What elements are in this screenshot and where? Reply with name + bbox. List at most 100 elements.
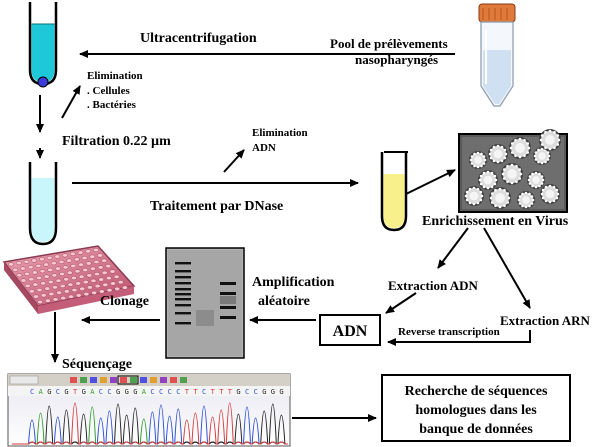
- gel-band: [175, 298, 191, 301]
- label-sequencage: Séquençage: [62, 357, 132, 372]
- plate-well: [74, 257, 80, 262]
- chromatogram-base: A: [39, 388, 44, 396]
- plate-well: [106, 276, 112, 281]
- plate-well: [63, 289, 70, 294]
- chromatogram-base: A: [90, 388, 95, 396]
- plate-well: [40, 293, 47, 298]
- plate-well: [89, 254, 96, 259]
- plate-well: [58, 259, 65, 264]
- plate-well: [55, 266, 61, 271]
- plate-well: [8, 262, 14, 267]
- plate-well: [90, 266, 96, 271]
- plate-well: [114, 286, 121, 291]
- plate-well: [109, 269, 116, 274]
- plate-well: [54, 254, 61, 259]
- plate-well: [59, 271, 65, 277]
- plate-well: [79, 286, 86, 291]
- plate-well: [87, 285, 93, 290]
- plate-well: [52, 285, 58, 290]
- arrow-tube3-to-virus: [405, 169, 456, 195]
- plate-well: [66, 270, 73, 275]
- plate-well: [97, 253, 103, 258]
- plate-well: [63, 277, 70, 282]
- plate-well: [35, 263, 42, 268]
- plate-well: [68, 294, 74, 299]
- plate-well: [37, 299, 43, 305]
- chromatogram-base: C: [159, 388, 163, 396]
- plate-well: [15, 261, 22, 266]
- label-amplification-line2: aléatoire: [258, 294, 310, 309]
- plate-well: [24, 283, 31, 288]
- plate-well: [75, 293, 82, 298]
- chromatogram-base: C: [150, 388, 154, 396]
- plate-well: [98, 277, 105, 282]
- chromatogram-base: G: [271, 388, 275, 396]
- label-recherche-line1: Recherche de séquences: [405, 384, 548, 399]
- chromatogram-base: C: [176, 388, 180, 396]
- gel-band: [175, 276, 191, 279]
- gel-band: [175, 304, 191, 307]
- plate-well: [20, 266, 26, 271]
- chromatogram-base: C: [107, 388, 111, 396]
- label-dnase: Traitement par DNase: [150, 199, 283, 214]
- label-recherche-line2: homologues dans les: [415, 403, 537, 418]
- label-extraction-arn: Extraction ARN: [500, 313, 591, 328]
- plate-well: [83, 292, 90, 297]
- label-elimination1-title: Elimination: [87, 70, 143, 82]
- plate-well: [51, 273, 58, 278]
- arrow-enrich-to-extraction-adn: [437, 227, 469, 269]
- plate-well: [39, 269, 46, 274]
- plate-well: [78, 262, 84, 267]
- plate-well: [94, 272, 100, 277]
- plate-well: [85, 249, 92, 254]
- plate-well: [47, 279, 54, 285]
- plate-well: [36, 287, 43, 293]
- recherche-box: [381, 374, 571, 442]
- plate-well: [55, 278, 62, 283]
- plate-well: [48, 291, 55, 297]
- plate-well: [77, 250, 84, 255]
- gel-band: [175, 262, 191, 265]
- plate-well: [122, 285, 128, 290]
- virus-micrograph: [458, 129, 568, 213]
- plate-well: [113, 274, 120, 279]
- plate-well: [16, 273, 23, 278]
- plate-well: [102, 282, 109, 287]
- plate-well: [71, 275, 77, 281]
- plate-well: [39, 257, 45, 262]
- plate-well: [90, 278, 97, 283]
- tube-dnase: [380, 152, 408, 232]
- sample-tube: [478, 3, 516, 107]
- plate-well: [28, 277, 35, 282]
- plate-well: [93, 259, 100, 265]
- plate-well: [81, 255, 88, 261]
- plate-well: [105, 264, 112, 269]
- plate-well: [91, 290, 97, 295]
- plate-well: [71, 288, 78, 293]
- label-amplification-line1: Amplification: [252, 275, 335, 290]
- chromatogram-base: C: [245, 388, 249, 396]
- chromatogram-base: T: [228, 388, 233, 396]
- gel-band: [220, 316, 236, 319]
- plate-well: [12, 267, 19, 272]
- plate-well: [98, 289, 105, 294]
- label-elimination1-item1: . Cellules: [87, 85, 130, 97]
- label-filtration: Filtration 0.22 µm: [62, 134, 171, 149]
- plate-well: [44, 286, 51, 291]
- gel-band: [175, 312, 191, 315]
- plate-well: [44, 298, 51, 303]
- plate-well: [24, 271, 30, 276]
- plate-well: [86, 273, 93, 278]
- label-elimination2-item: ADN: [252, 142, 276, 154]
- gel-smear: [220, 296, 236, 304]
- plate-well: [97, 265, 104, 270]
- chromatogram-base: G: [116, 388, 120, 396]
- plate-well: [33, 294, 39, 299]
- tube-filtrate: [28, 162, 58, 246]
- chromatogram-base: C: [168, 388, 172, 396]
- plate-well: [40, 281, 46, 286]
- arrow-reverse-transcription: [387, 330, 531, 346]
- chromatogram-base: G: [279, 388, 283, 396]
